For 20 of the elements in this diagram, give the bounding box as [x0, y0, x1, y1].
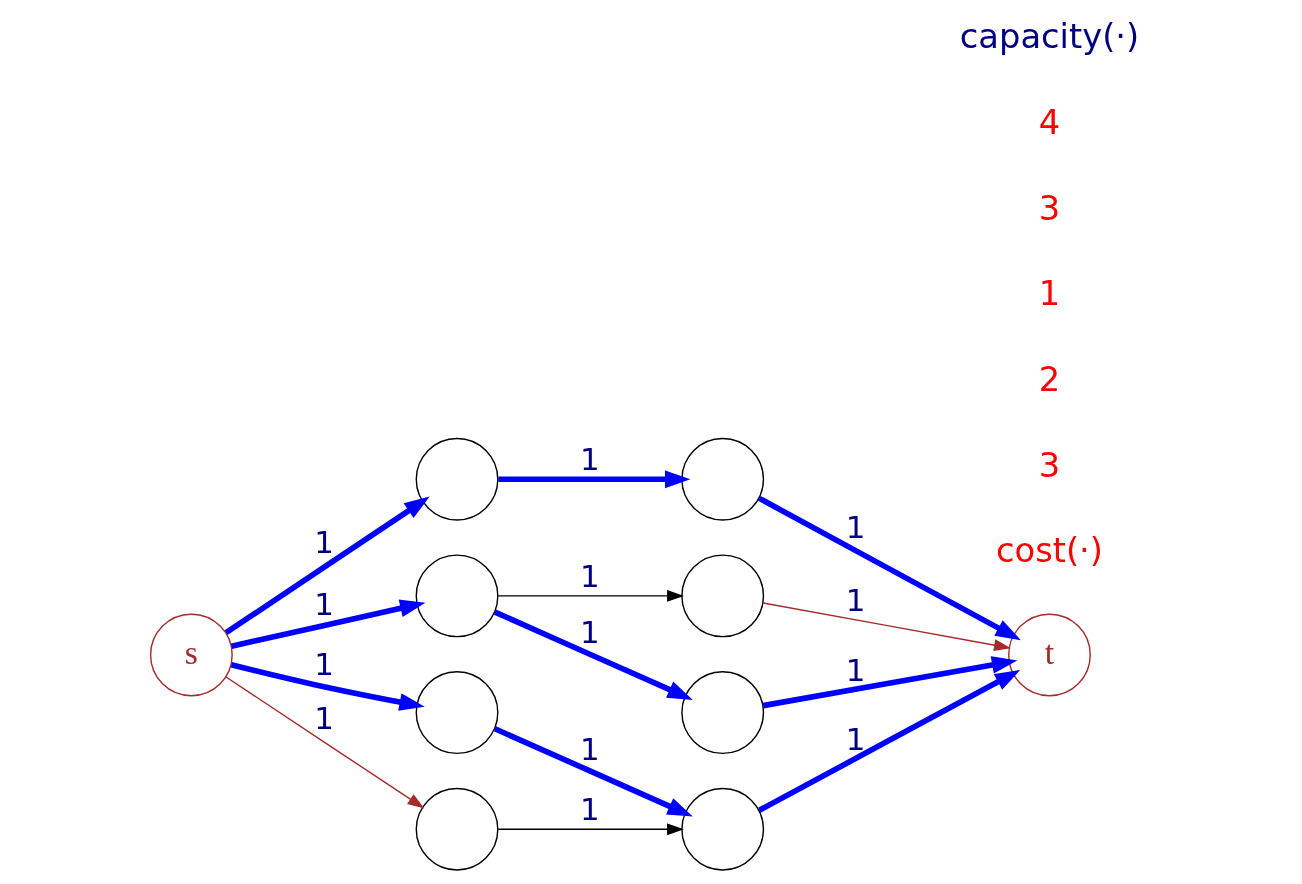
edge-label: 1: [580, 730, 600, 767]
edge-label: 1: [580, 614, 600, 651]
label: 2: [1038, 359, 1061, 399]
label: 1: [1038, 274, 1061, 314]
label: 3: [1038, 188, 1061, 228]
edge-label: 1: [580, 791, 600, 828]
edge-label: 1: [845, 720, 866, 757]
label: 4: [1038, 102, 1061, 142]
edge-label: 1: [845, 581, 866, 618]
edge-label: 1: [314, 646, 335, 683]
edge-label: 1: [314, 586, 335, 623]
edge-label: 1: [845, 652, 866, 689]
label: capacity(·): [959, 17, 1140, 57]
label: 3: [1038, 445, 1061, 485]
label: cost(·): [995, 531, 1103, 571]
edge-label: 1: [580, 557, 600, 594]
edge-label: 1: [314, 699, 335, 736]
edge-label: 1: [314, 524, 335, 561]
edge-label: 1: [845, 508, 866, 545]
edge-label: 1: [580, 441, 600, 478]
